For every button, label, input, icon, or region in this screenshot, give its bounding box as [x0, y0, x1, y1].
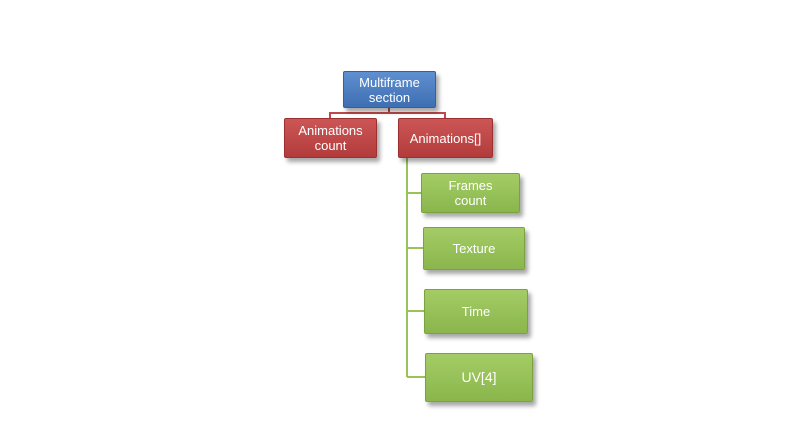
- node-uv: UV[4]: [425, 353, 533, 402]
- node-time: Time: [424, 289, 528, 334]
- node-frames-count: Frames count: [421, 173, 520, 213]
- node-multiframe-section: Multiframe section: [343, 71, 436, 108]
- node-animations-array: Animations[]: [398, 118, 493, 158]
- node-texture: Texture: [423, 227, 525, 270]
- connector-root-to-animations-count: [329, 108, 390, 118]
- connector-root-to-animations-array: [388, 108, 446, 118]
- node-animations-count: Animations count: [284, 118, 377, 158]
